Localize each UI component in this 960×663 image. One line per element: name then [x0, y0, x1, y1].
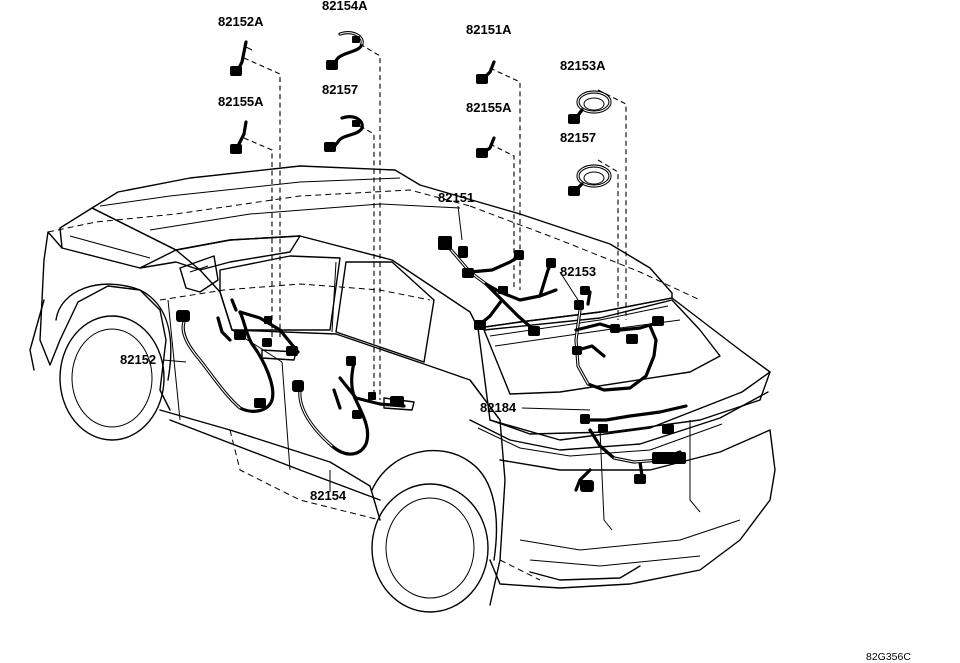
- harness-82151: [438, 236, 558, 336]
- harness-82154: [292, 356, 406, 456]
- label-82154A: 82154A: [322, 0, 368, 13]
- part-82155A-right-connector: [476, 136, 496, 158]
- part-82151A-connector: [476, 60, 496, 84]
- label-82157-right: 82157: [560, 130, 596, 145]
- part-82154A-harness: [326, 31, 364, 70]
- part-82157-right-coil: [568, 164, 612, 196]
- part-82157-left-harness: [324, 115, 364, 152]
- label-82154: 82154: [310, 488, 347, 503]
- label-82151A: 82151A: [466, 22, 512, 37]
- label-82152: 82152: [120, 352, 156, 367]
- sub-harness-parts: [230, 31, 612, 196]
- part-82152A-connector: [230, 40, 253, 76]
- label-82153: 82153: [560, 264, 596, 279]
- label-82184: 82184: [480, 400, 517, 415]
- harness-82153: [572, 286, 664, 392]
- label-82155A-left: 82155A: [218, 94, 264, 109]
- label-82151: 82151: [438, 190, 474, 205]
- label-82152A: 82152A: [218, 14, 264, 29]
- part-82153A-coil: [568, 90, 612, 124]
- label-82155A-right: 82155A: [466, 100, 512, 115]
- vehicle-outline: [29, 165, 776, 613]
- label-82153A: 82153A: [560, 58, 606, 73]
- part-82155A-left-connector: [230, 120, 248, 154]
- vehicle-harnesses: [176, 236, 688, 492]
- label-82157-left: 82157: [322, 82, 358, 97]
- diagram-reference-code: 82G356C: [866, 651, 911, 663]
- harness-82184: [574, 404, 688, 492]
- part-number-labels: 82152A 82154A 82151A 82153A 82155A 82157…: [120, 0, 606, 503]
- harness-82152: [176, 298, 300, 413]
- hidden-lines: [47, 189, 701, 581]
